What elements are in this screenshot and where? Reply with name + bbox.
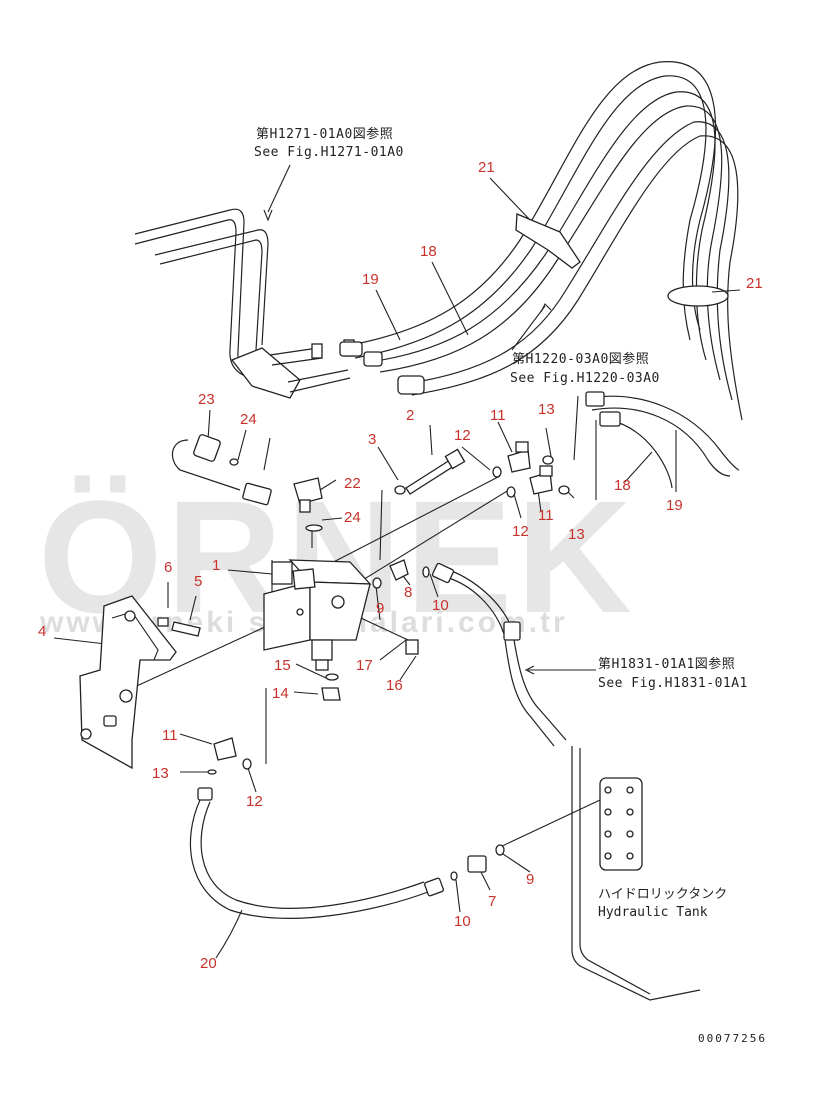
ref-h1831-jp: 第H1831-01A1図参照 (598, 656, 735, 672)
callout-21-top: 21 (478, 159, 495, 176)
callout-13-mid: 13 (568, 526, 585, 543)
upper-left-pipes (134, 208, 355, 399)
callout-7: 7 (488, 893, 496, 910)
callout-24-top: 24 (240, 411, 257, 428)
mounting-bracket (79, 595, 201, 770)
callout-3: 3 (368, 431, 376, 448)
callout-10-mid: 10 (432, 597, 449, 614)
callout-8: 8 (404, 584, 412, 601)
drawing-code: 00077256 (698, 1032, 767, 1045)
callout-6: 6 (164, 559, 172, 576)
callout-4: 4 (38, 623, 46, 640)
callout-11-low: 11 (162, 727, 178, 744)
pressure-sensor-assembly (171, 434, 323, 532)
callout-11-top: 11 (490, 407, 506, 424)
ref-h1220-en: See Fig.H1220-03A0 (510, 371, 660, 386)
elbow-fittings-top (507, 441, 553, 495)
callout-14: 14 (272, 685, 289, 702)
callout-9-low: 9 (526, 871, 534, 888)
tank-label-jp: ハイドロリックタンク (598, 887, 727, 902)
callout-23: 23 (198, 391, 215, 408)
callout-9-mid: 9 (376, 600, 384, 617)
callout-12-top: 12 (454, 427, 471, 444)
callout-18-top: 18 (420, 243, 437, 260)
callout-17: 17 (356, 657, 373, 674)
ref-h1271-en: See Fig.H1271-01A0 (254, 145, 404, 160)
leader-lines (53, 164, 741, 959)
ref-h1220-jp: 第H1220-03A0図参照 (512, 351, 649, 367)
callout-21-right: 21 (746, 275, 763, 292)
callout-1: 1 (212, 557, 220, 574)
callout-20: 20 (200, 955, 217, 972)
lower-hose-assembly (189, 737, 505, 919)
callout-22: 22 (344, 475, 361, 492)
callout-24-mid: 24 (344, 509, 361, 526)
callout-15: 15 (274, 657, 291, 674)
callout-16: 16 (386, 677, 403, 694)
callout-13-low: 13 (152, 765, 169, 782)
valve-block (263, 559, 372, 671)
tank-label-en: Hydraulic Tank (598, 905, 708, 920)
ref-h1831-en: See Fig.H1831-01A1 (598, 676, 748, 691)
hydraulic-tank: ハイドロリックタンク Hydraulic Tank (571, 746, 727, 1001)
callout-12-low: 12 (246, 793, 263, 810)
callout-11-mid: 11 (538, 507, 554, 524)
callout-18-right: 18 (614, 477, 631, 494)
callout-2: 2 (406, 407, 414, 424)
ref-h1271-jp: 第H1271-01A0図参照 (256, 126, 393, 142)
figure-references: 第H1271-01A0図参照 See Fig.H1271-01A0 第H1220… (254, 126, 748, 691)
callout-12-mid: 12 (512, 523, 529, 540)
callout-5: 5 (194, 573, 202, 590)
callout-13-top: 13 (538, 401, 555, 418)
callout-10-low: 10 (454, 913, 471, 930)
bolt-and-washer (394, 448, 570, 498)
callout-19-right: 19 (666, 497, 683, 514)
callout-numbers: 21 21 18 19 18 19 23 24 22 24 3 2 12 11 … (38, 159, 763, 972)
callout-19-top: 19 (362, 271, 379, 288)
block-side-fittings (321, 559, 567, 747)
upper-hose-bundle (339, 61, 743, 489)
